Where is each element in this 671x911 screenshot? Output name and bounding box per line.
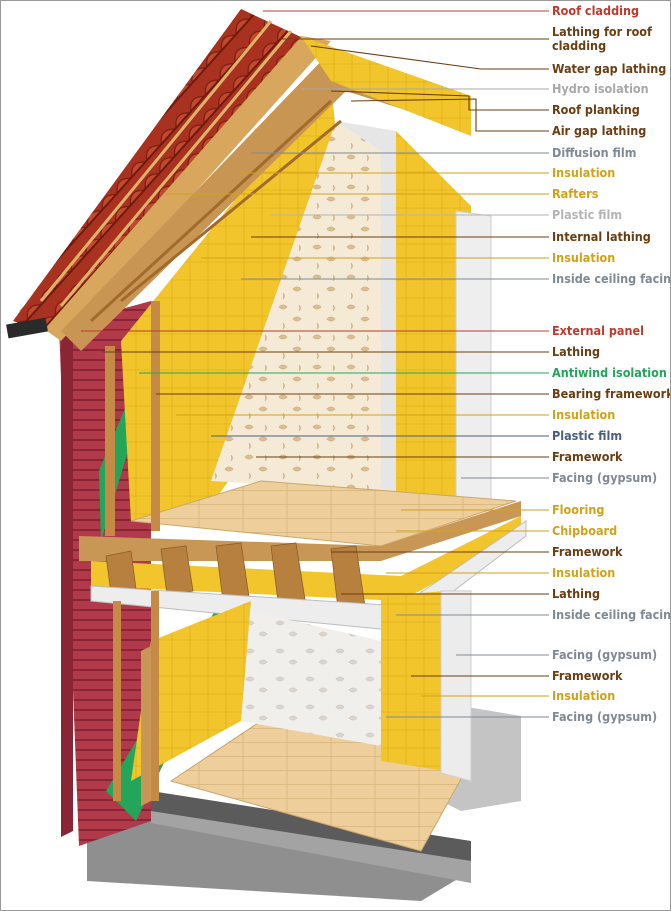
label-insulation-3: Insulation — [552, 407, 616, 422]
label-plastic-film-2: Plastic film — [552, 428, 623, 443]
label-air-gap-lathing: Air gap lathing — [552, 123, 647, 138]
label-chipboard: Chipboard — [552, 523, 618, 538]
label-external-panel: External panel — [552, 323, 644, 338]
label-lathing-1: Lathing — [552, 344, 601, 359]
label-roof-cladding: Roof cladding — [552, 3, 640, 18]
label-insulation-1: Insulation — [552, 165, 616, 180]
label-inside-ceiling-facing-2: Inside ceiling facing — [552, 607, 671, 622]
label-rafters: Rafters — [552, 186, 599, 201]
label-framework-3: Framework — [552, 668, 623, 683]
label-plastic-film-1: Plastic film — [552, 207, 623, 222]
label-bearing-framework: Bearing framework — [552, 386, 671, 401]
label-flooring: Flooring — [552, 502, 605, 517]
label-inside-ceiling-facing-1: Inside ceiling facing — [552, 271, 671, 286]
label-roof-planking: Roof planking — [552, 102, 640, 117]
label-internal-lathing: Internal lathing — [552, 229, 651, 244]
label-antiwind-isolation: Antiwind isolation — [552, 365, 667, 380]
label-insulation-4: Insulation — [552, 565, 616, 580]
label-framework-1: Framework — [552, 449, 623, 464]
label-water-gap-lathing: Water gap lathing — [552, 61, 667, 76]
label-lathing-for-roof-cladding: Lathing for roof cladding — [552, 24, 652, 53]
label-hydro-isolation: Hydro isolation — [552, 81, 649, 96]
label-lathing-2: Lathing — [552, 586, 601, 601]
label-facing-gypsum-3: Facing (gypsum) — [552, 709, 658, 724]
label-framework-2: Framework — [552, 544, 623, 559]
label-insulation-2: Insulation — [552, 250, 616, 265]
label-insulation-5: Insulation — [552, 688, 616, 703]
label-facing-gypsum-1: Facing (gypsum) — [552, 470, 658, 485]
label-diffusion-film: Diffusion film — [552, 145, 637, 160]
label-facing-gypsum-2: Facing (gypsum) — [552, 647, 658, 662]
